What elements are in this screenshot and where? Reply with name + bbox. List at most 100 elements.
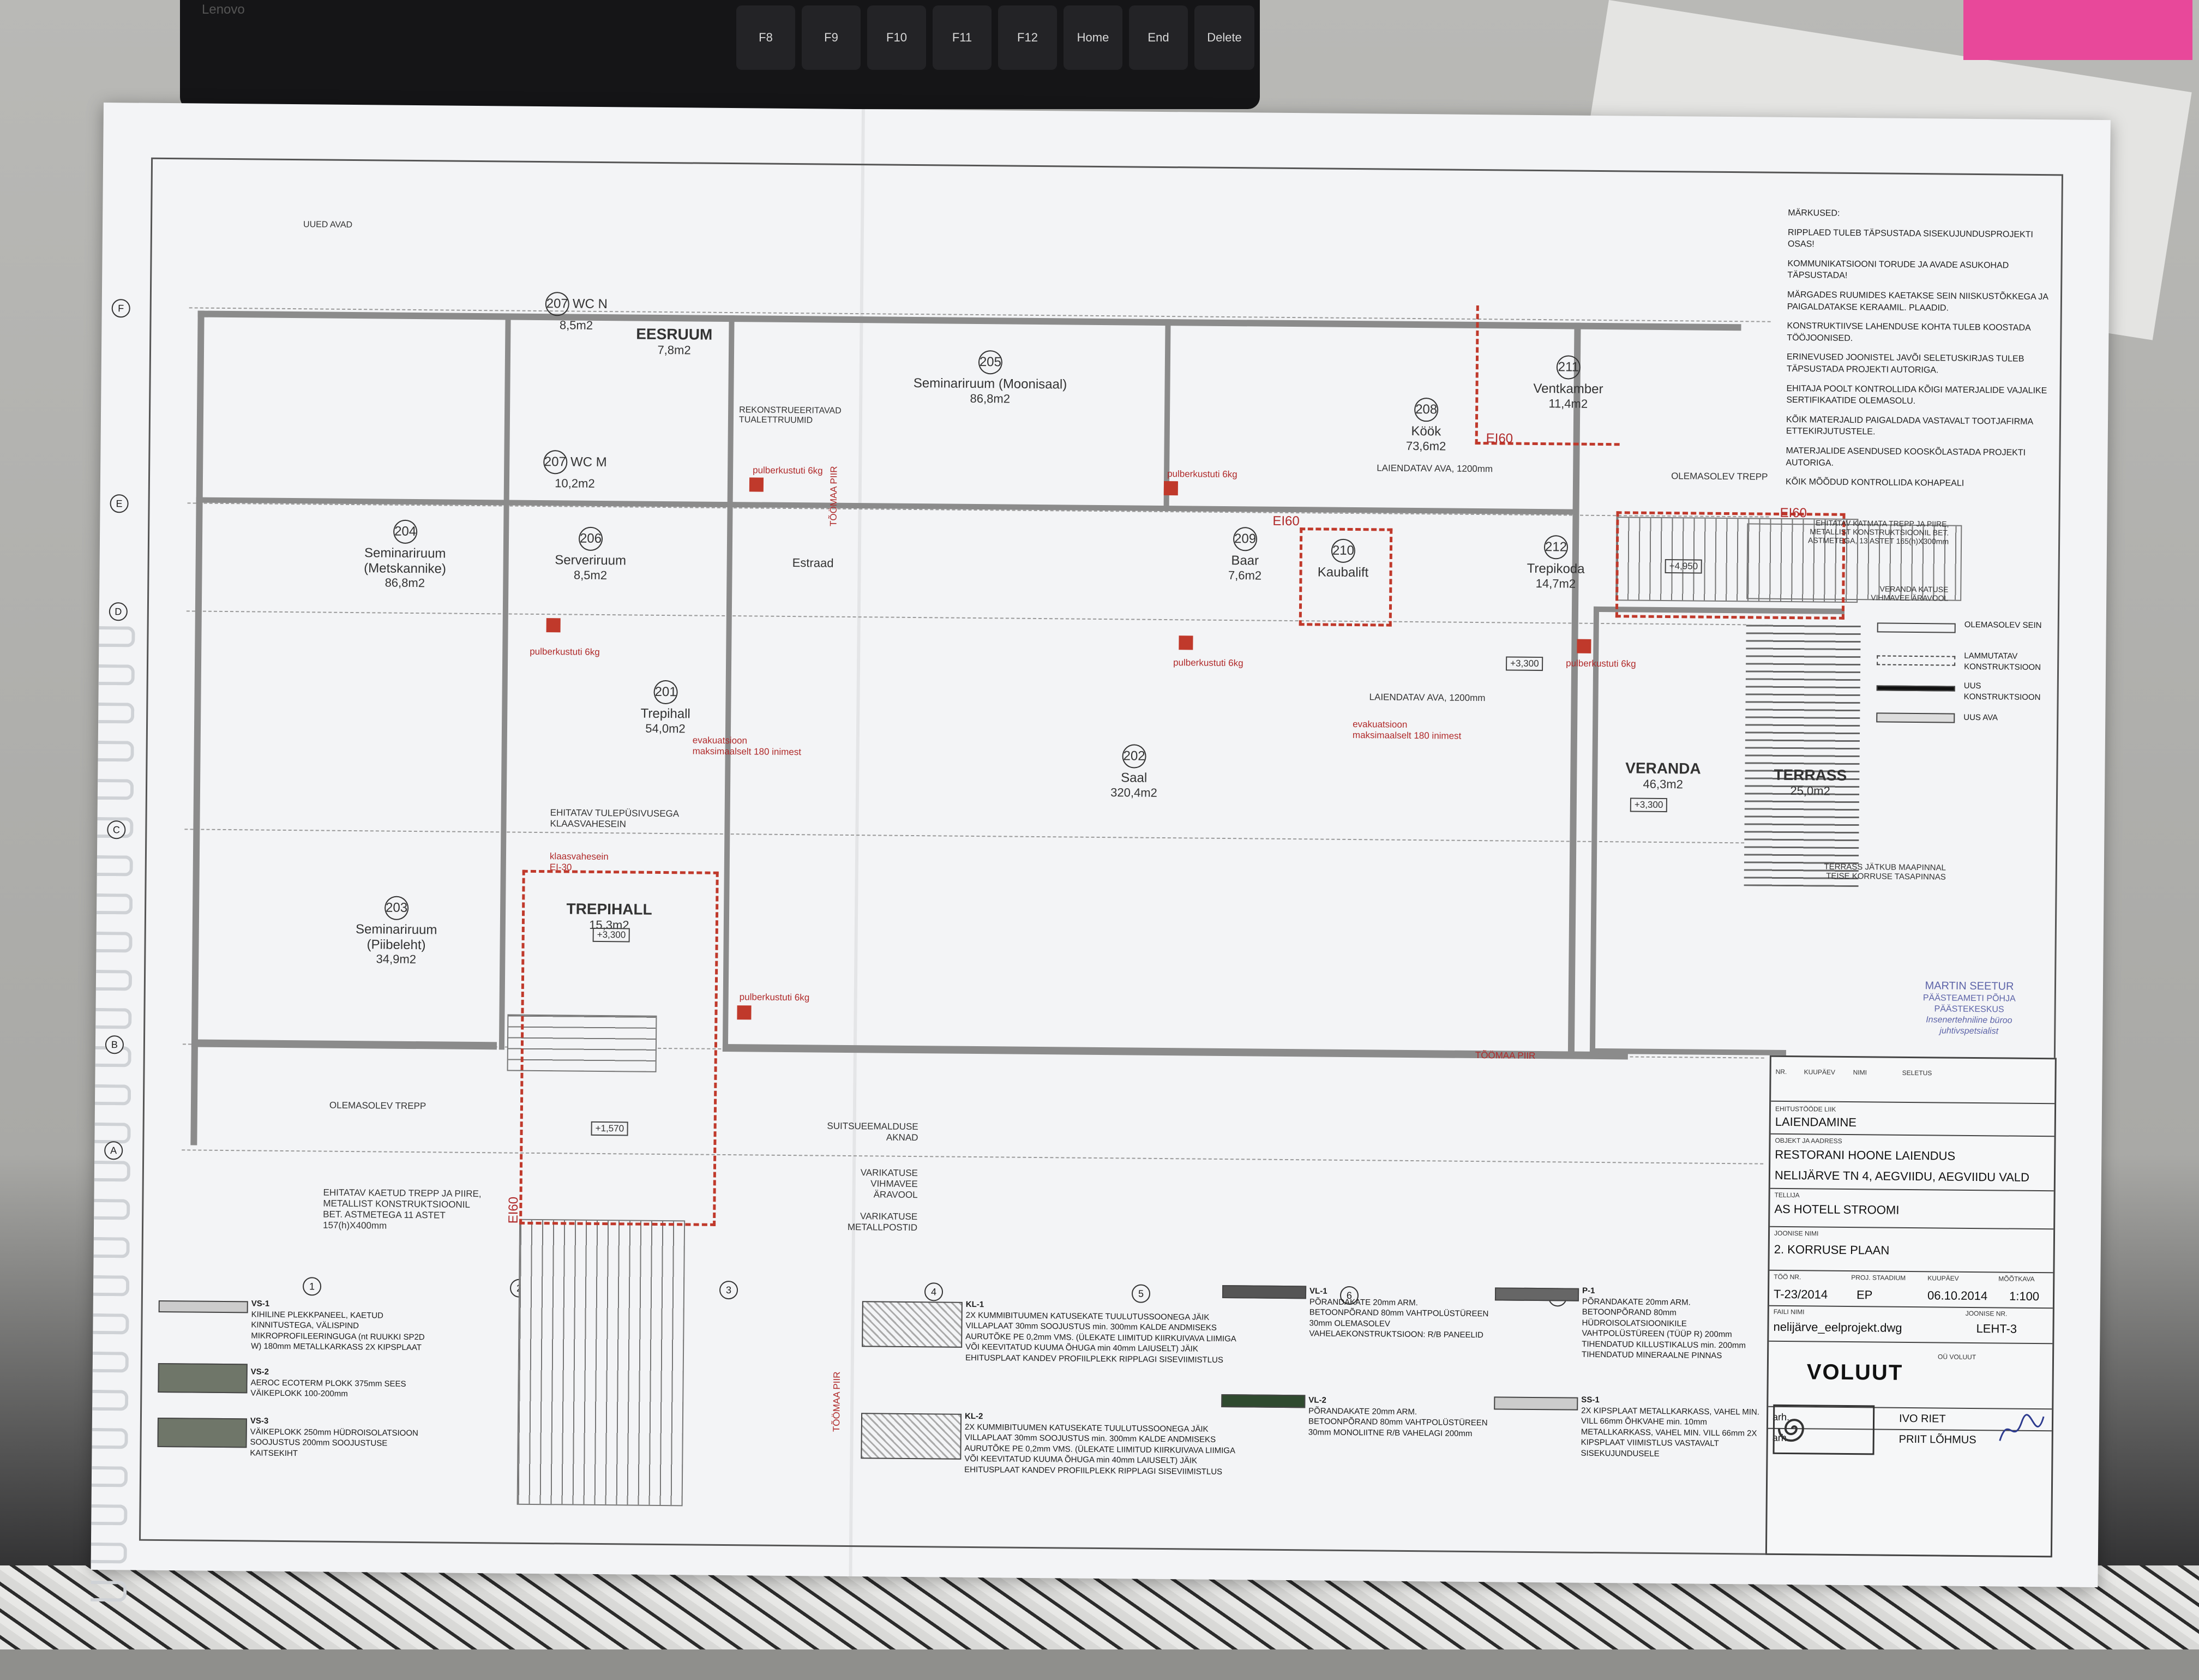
key-f10: F10	[867, 5, 926, 70]
grid-bubble-a: A	[104, 1141, 123, 1160]
room-area: 73,6m2	[1405, 439, 1446, 453]
legend-swatch-existing	[1877, 622, 1956, 633]
room-veranda: VERANDA 46,3m2	[1608, 759, 1717, 791]
room-201-trepihall: 201 Trepihall 54,0m2	[616, 680, 715, 735]
room-wc-m: 207 WC M 10,2m2	[520, 450, 630, 491]
label-ei60-c: EI60	[1780, 505, 1807, 521]
room-area: 86,8m2	[970, 391, 1011, 406]
stairs-exterior-south	[516, 1219, 686, 1507]
date-value: 06.10.2014	[1927, 1288, 1988, 1303]
meta-label-work-no: TÖÖ NR.	[1774, 1273, 1801, 1281]
room-terrass: TERRASS 25,0m2	[1756, 766, 1865, 798]
label-ext-3: pulberkustuti 6kg	[530, 646, 600, 657]
signature	[1997, 1408, 2047, 1452]
binding-ring	[97, 855, 133, 877]
key-home: Home	[1064, 5, 1122, 70]
label-varikatuse-1: VARIKATUSE VIHMAVEE ÄRAVOOL	[860, 1167, 918, 1201]
room-no: 206	[578, 526, 603, 551]
room-204: 204 Seminariruum (Metskannike) 86,8m2	[328, 519, 482, 591]
object-label: OBJEKT JA AADRESS	[1775, 1136, 1842, 1145]
work-label: EHITUSTÖÖDE LIIK	[1775, 1105, 1836, 1113]
room-211: 211 Ventkamber 11,4m2	[1508, 355, 1629, 411]
divider	[1771, 1100, 2055, 1105]
rev-header-nr: NR.	[1775, 1067, 1787, 1076]
note-item: KÕIK MATERJALID PAIGALDADA VASTAVALT TOO…	[1786, 415, 2033, 437]
binding-ring	[92, 1427, 128, 1449]
object-value: RESTORANI HOONE LAIENDUS	[1775, 1147, 1956, 1163]
note-item: KONSTRUKTIIVSE LAHENDUSE KOHTA TULEB KOO…	[1787, 321, 2030, 343]
binding-ring	[95, 1007, 132, 1029]
label-ei60-b: EI60	[1272, 513, 1300, 529]
legend-swatch-opening	[1876, 712, 1955, 723]
level-marker: +3,300	[1630, 797, 1668, 813]
divider	[1770, 1226, 2054, 1230]
room-no: 209	[1233, 527, 1258, 551]
binding-ring	[92, 1351, 129, 1373]
header-label: UUED AVAD	[303, 220, 353, 230]
room-area: 7,8m2	[657, 343, 691, 357]
room-no: 205	[978, 350, 1003, 375]
room-area: 25,0m2	[1790, 784, 1830, 798]
label-klaasvahesein: klaasvahesein EI-30	[549, 851, 609, 873]
room-name: TERRASS	[1774, 766, 1847, 784]
company-full: OÜ VOLUUT	[1938, 1353, 1976, 1361]
room-area: 46,3m2	[1643, 777, 1683, 791]
client-label: TELLIJA	[1774, 1191, 1800, 1199]
approval-stamp: MARTIN SEETUR PÄÄSTEAMETI PÕHJA PÄÄSTEKE…	[1922, 980, 2016, 1036]
grid-bubble-c: C	[107, 820, 126, 839]
key-end: End	[1129, 5, 1188, 70]
room-name: Trepihall	[640, 706, 690, 722]
binding-ring	[92, 1389, 129, 1411]
label-suitsu: SUITSUEEMALDUSE AKNAD	[827, 1120, 918, 1143]
binding-ring	[94, 1198, 130, 1220]
notes-block: MÄRKUSED: RIPPLAED TULEB TÄPSUSTADA SISE…	[1786, 207, 2050, 498]
label-laiendatav-2: LAIENDATAV AVA, 1200mm	[1369, 692, 1486, 704]
binding-ring	[98, 702, 135, 724]
room-area: 8,5m2	[573, 568, 608, 582]
extinguisher-icon	[737, 1005, 752, 1020]
label-olemasolev-trepp-2: OLEMASOLEV TREPP	[329, 1100, 426, 1112]
legend-swatch-new	[1876, 685, 1955, 692]
label-ext-5: pulberkustuti 6kg	[1566, 658, 1636, 669]
binding-ring	[99, 626, 135, 647]
room-no: 203	[384, 896, 409, 920]
divider	[1769, 1340, 2053, 1345]
binding-ring	[96, 931, 133, 953]
room-area: 7,6m2	[1228, 568, 1262, 583]
legend-new: UUS KONSTRUKTSIOON	[1963, 681, 2041, 702]
floor-plan-sheet: UUED AVAD F E D C B A 1 2 3 4 5 6 7 207 …	[91, 103, 2111, 1602]
legend-existing: OLEMASOLEV SEIN	[1964, 620, 2042, 631]
label-ext-6: pulberkustuti 6kg	[739, 992, 810, 1003]
divider	[1769, 1305, 2053, 1309]
file-value: nelijärve_eelprojekt.dwg	[1773, 1319, 1902, 1335]
room-210: 210 Kaubalift	[1299, 538, 1387, 580]
room-203: 203 Seminariruum (Piibeleht) 34,9m2	[325, 896, 467, 967]
note-item: KOMMUNIKATSIOONI TORUDE JA AVADE ASUKOHA…	[1787, 259, 2009, 281]
room-name: Baar	[1231, 553, 1259, 568]
grid-bubble-f: F	[111, 299, 130, 318]
swatch-vs-1	[158, 1300, 248, 1313]
swatch-p-1	[1494, 1287, 1579, 1301]
key-delete: Delete	[1194, 5, 1254, 70]
meta-label-date: KUUPÄEV	[1927, 1274, 1959, 1282]
binding-ring	[91, 1504, 128, 1526]
grid-bubble-b: B	[105, 1035, 124, 1054]
divider	[1770, 1187, 2054, 1192]
swatch-ss-1	[1494, 1396, 1578, 1411]
grid-bubble-3: 3	[719, 1280, 738, 1300]
label-ext-2: pulberkustuti 6kg	[1167, 469, 1237, 480]
rev-header-desc: SELETUS	[1902, 1069, 1932, 1077]
grid-bubble-1: 1	[302, 1277, 322, 1296]
label-ehitatav-klaas: EHITATAV TULEPÜSIVUSEGA KLAASVAHESEIN	[550, 807, 679, 830]
binding-ring	[97, 893, 133, 915]
legend-opening: UUS AVA	[1963, 712, 1998, 723]
room-no: 212	[1543, 535, 1569, 560]
room-area: 320,4m2	[1110, 785, 1157, 800]
binding-ring	[91, 1580, 127, 1602]
binding-ring	[94, 1122, 131, 1144]
binding-ring	[98, 740, 134, 762]
